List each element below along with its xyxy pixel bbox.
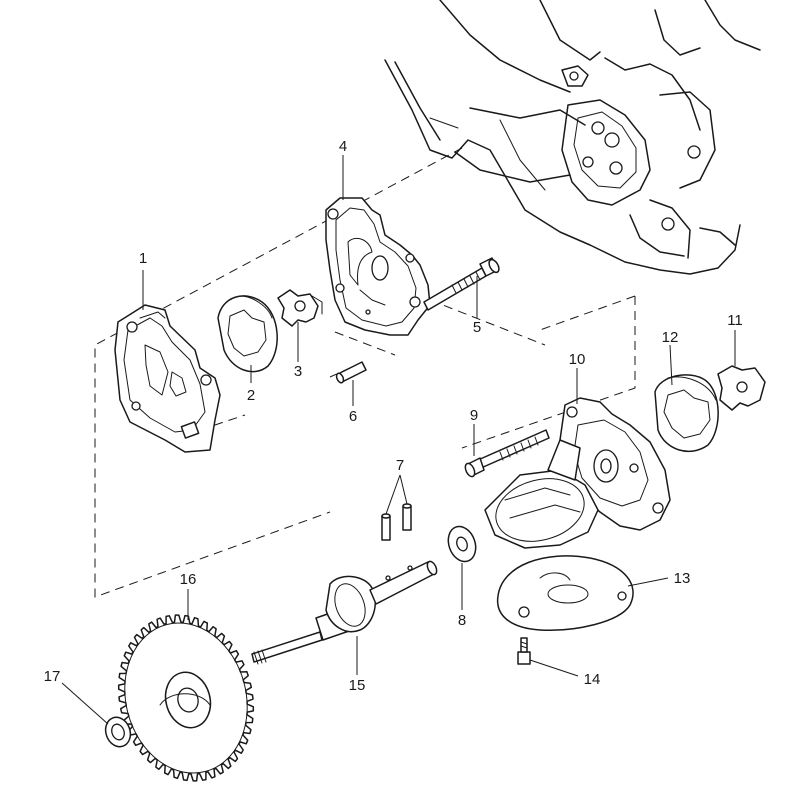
part-17-washer bbox=[104, 716, 132, 748]
part-3-inner-rotor bbox=[277, 289, 323, 327]
callout-15: 15 bbox=[349, 677, 366, 694]
alignment-dashed-lines bbox=[94, 147, 636, 598]
part-1-pump-cover-plate bbox=[114, 304, 221, 453]
part-16-gear bbox=[117, 614, 255, 782]
callout-8: 8 bbox=[458, 612, 466, 629]
callout-12: 12 bbox=[662, 329, 679, 346]
callout-17: 17 bbox=[44, 668, 61, 685]
callout-9: 9 bbox=[470, 407, 478, 424]
callout-1: 1 bbox=[139, 250, 147, 267]
leader-lines bbox=[61, 155, 736, 725]
part-6-pin bbox=[335, 361, 367, 384]
engine-block bbox=[384, 0, 761, 275]
callout-13: 13 bbox=[674, 570, 691, 587]
callout-11: 11 bbox=[727, 312, 743, 329]
callout-14: 14 bbox=[584, 671, 601, 688]
callout-5: 5 bbox=[473, 319, 481, 336]
callout-2: 2 bbox=[247, 387, 255, 404]
callout-4: 4 bbox=[339, 138, 347, 155]
callout-7: 7 bbox=[396, 457, 404, 474]
part-14-small-bolt bbox=[517, 637, 531, 665]
part-7-pins bbox=[381, 503, 412, 541]
part-11-inner-rotor bbox=[717, 365, 766, 411]
part-4-pump-body-plate bbox=[325, 197, 431, 336]
part-5-bolt bbox=[423, 257, 500, 311]
callout-16: 16 bbox=[180, 571, 197, 588]
part-10-oil-pump-housing bbox=[484, 397, 671, 549]
callout-6: 6 bbox=[349, 408, 357, 425]
part-12-outer-rotor bbox=[654, 374, 719, 453]
callout-3: 3 bbox=[294, 363, 302, 380]
callout-labels: 1 2 3 4 5 6 7 8 9 10 11 12 13 14 15 16 1… bbox=[44, 138, 743, 694]
part-9-long-bolt bbox=[464, 429, 550, 478]
part-8-washer bbox=[447, 525, 477, 563]
part-15-shaft bbox=[251, 560, 438, 665]
part-2-outer-rotor bbox=[217, 295, 278, 373]
part-13-gasket bbox=[496, 555, 634, 632]
callout-10: 10 bbox=[569, 351, 586, 368]
